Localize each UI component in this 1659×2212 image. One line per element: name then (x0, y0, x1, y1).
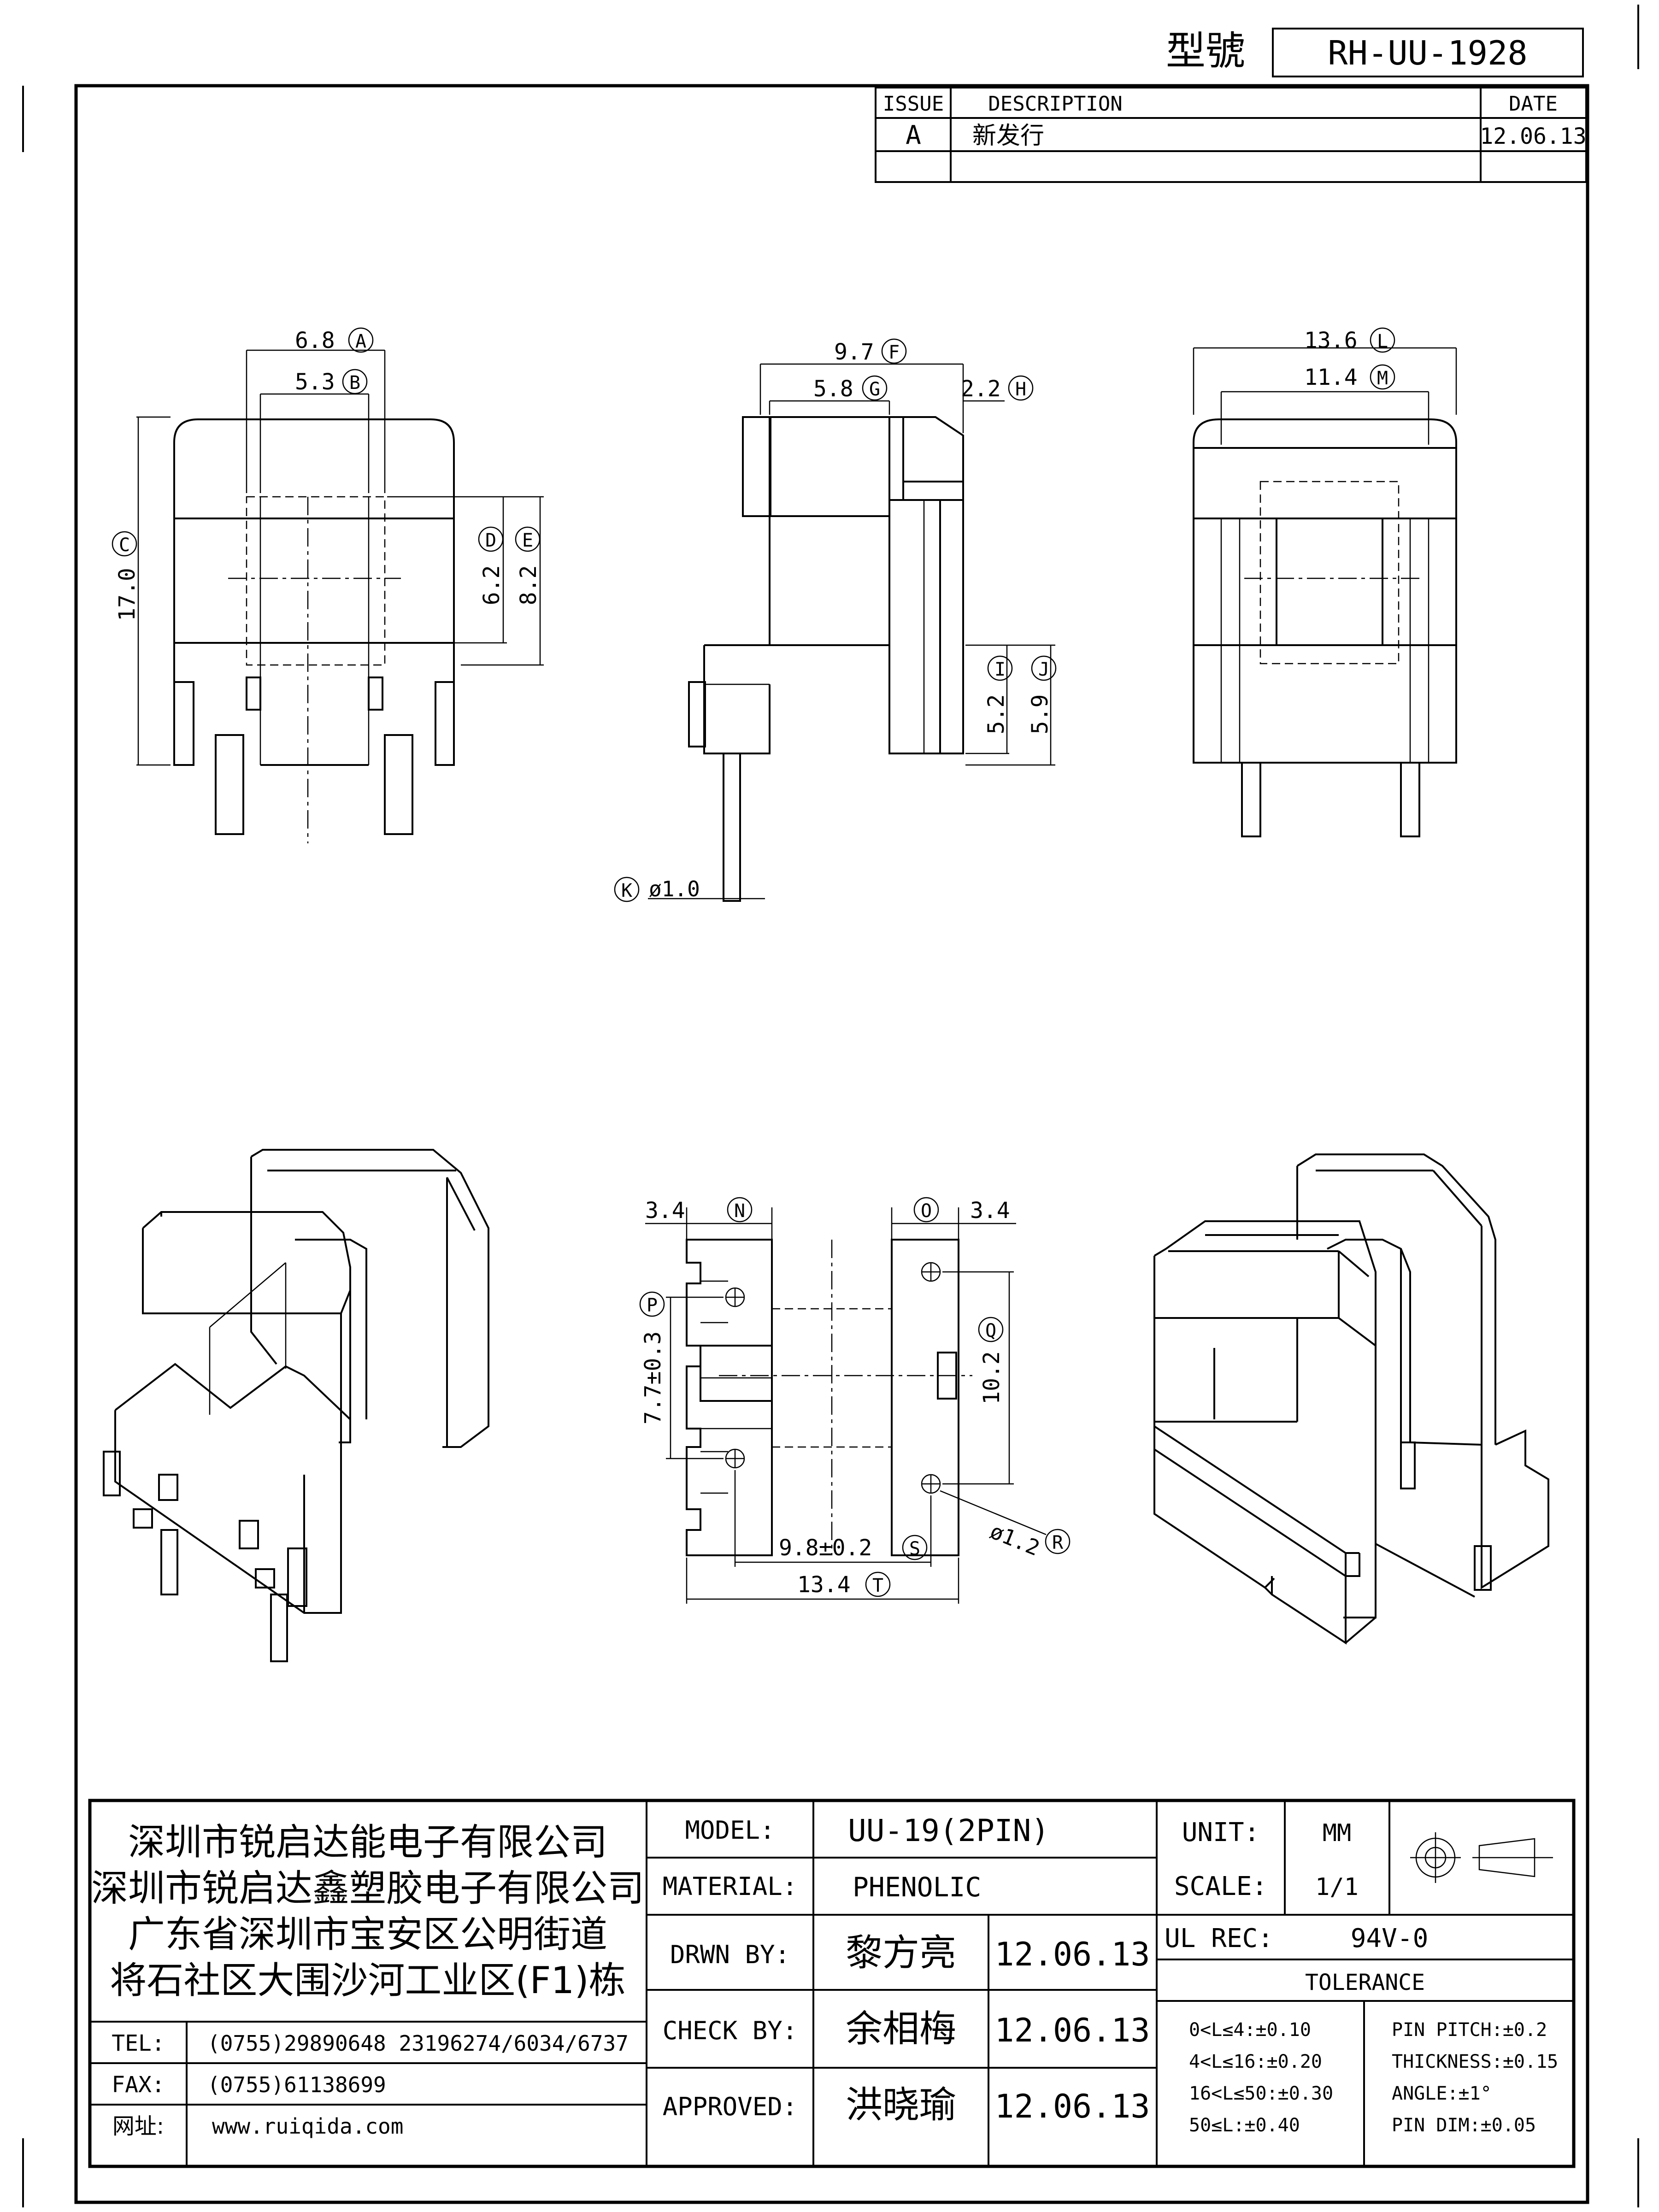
drawn-by-date: 12.06.13 (994, 1936, 1150, 1973)
dim-i-value: 5.2 (983, 694, 1009, 735)
dim-s-value: 9.8±0.2 (779, 1535, 872, 1561)
dim-k-value: ø1.0 (649, 877, 700, 901)
fax-label: FAX: (112, 2072, 165, 2098)
side-view (648, 363, 1055, 902)
revision-description: 新发行 (972, 122, 1044, 150)
tolerance-pin-dim: PIN DIM:±0.05 (1392, 2115, 1536, 2136)
tolerance-range-3: 16<L≤50:±0.30 (1189, 2083, 1333, 2104)
tel-value: (0755)29890648 23196274/6034/6737 (207, 2031, 629, 2056)
revision-col-issue: ISSUE (883, 92, 944, 116)
model-field-value: UU-19(2PIN) (848, 1813, 1049, 1848)
dim-d-value: 6.2 (479, 565, 505, 606)
dim-g-value: 5.8 (813, 376, 853, 402)
drawn-by-label: DRWN BY: (670, 1940, 790, 1969)
unit-label: UNIT: (1182, 1818, 1260, 1847)
dim-t-letter: T (872, 1575, 883, 1596)
approved-by-name: 洪晓瑜 (846, 2083, 956, 2126)
tolerance-label: TOLERANCE (1305, 1970, 1425, 1995)
tolerance-range-4: 50≤L:±0.40 (1189, 2115, 1300, 2136)
dim-f-letter: F (888, 342, 900, 363)
dim-p-value: 7.7±0.3 (640, 1331, 666, 1424)
dim-j-value: 5.9 (1027, 694, 1053, 735)
scale-value: 1/1 (1315, 1873, 1359, 1901)
model-header: 型號 RH-UU-1928 (1166, 28, 1584, 77)
tolerance-thickness: THICKNESS:±0.15 (1392, 2051, 1558, 2072)
ul-rec-value: 94V-0 (1351, 1924, 1429, 1953)
dim-r-value: ø1.2 (987, 1518, 1043, 1561)
isometric-view-left (103, 1149, 489, 1662)
approved-by-date: 12.06.13 (994, 2088, 1150, 2125)
dim-h-value: 2.2 (961, 376, 1001, 402)
tolerance-range-2: 4<L≤16:±0.20 (1189, 2051, 1322, 2072)
dim-m-letter: M (1377, 368, 1388, 389)
dim-h-letter: H (1015, 379, 1026, 400)
dim-c-letter: C (119, 535, 130, 556)
material-value: PHENOLIC (853, 1871, 981, 1903)
revision-issue: A (906, 120, 921, 150)
dim-a-value: 6.8 (295, 328, 335, 353)
end-view (1193, 347, 1457, 837)
tolerance-pin-pitch: PIN PITCH:±0.2 (1392, 2019, 1547, 2041)
dim-o-letter: O (921, 1200, 932, 1222)
revision-col-description: DESCRIPTION (988, 92, 1122, 116)
model-label: 型號 (1166, 28, 1245, 74)
check-by-date: 12.06.13 (994, 2012, 1150, 2049)
material-label: MATERIAL: (663, 1872, 798, 1901)
dim-c-value: 17.0 (114, 568, 140, 621)
dim-r-letter: R (1052, 1532, 1064, 1553)
dim-g-letter: G (869, 379, 880, 400)
company-line-1: 深圳市锐启达能电子有限公司 (128, 1821, 607, 1864)
scale-label: SCALE: (1174, 1871, 1267, 1901)
dim-e-letter: E (522, 530, 533, 551)
tolerance-range-1: 0<L≤4:±0.10 (1189, 2019, 1311, 2041)
approved-by-label: APPROVED: (663, 2092, 798, 2121)
dim-n-value: 3.4 (645, 1198, 685, 1224)
dim-q-letter: Q (985, 1320, 996, 1341)
drawn-by-name: 黎方亮 (846, 1931, 956, 1974)
dim-s-letter: S (909, 1538, 920, 1559)
check-by-name: 余相梅 (846, 2007, 956, 2050)
dim-m-value: 11.4 (1304, 365, 1358, 390)
dim-k-letter: K (621, 880, 632, 901)
company-line-2: 深圳市锐启达鑫塑胶电子有限公司 (91, 1867, 644, 1910)
dim-q-value: 10.2 (979, 1351, 1005, 1405)
dim-l-value: 13.6 (1304, 328, 1358, 353)
dim-t-value: 13.4 (797, 1572, 851, 1598)
tolerance-angle: ANGLE:±1° (1392, 2083, 1492, 2104)
check-by-label: CHECK BY: (663, 2016, 798, 2045)
dim-l-letter: L (1377, 331, 1388, 352)
dim-e-value: 8.2 (516, 565, 541, 606)
revision-date: 12.06.13 (1480, 124, 1586, 149)
dim-p-letter: P (647, 1295, 658, 1316)
dim-j-letter: J (1038, 659, 1049, 680)
website-value: www.ruiqida.com (212, 2114, 403, 2139)
dim-b-value: 5.3 (295, 369, 335, 395)
dim-d-letter: D (485, 530, 496, 551)
company-address-2: 将石社区大围沙河工业区(F1)栋 (110, 1959, 625, 2002)
title-block: 深圳市锐启达能电子有限公司 深圳市锐启达鑫塑胶电子有限公司 广东省深圳市宝安区公… (88, 1799, 1576, 2168)
isometric-view-right (1153, 1153, 1549, 1645)
dim-f-value: 9.7 (834, 339, 874, 365)
tel-label: TEL: (112, 2030, 165, 2056)
dim-o-value: 3.4 (970, 1198, 1010, 1224)
website-label: 网址: (112, 2113, 164, 2139)
dim-n-letter: N (734, 1200, 745, 1222)
front-view (136, 349, 544, 843)
fax-value: (0755)61138699 (207, 2072, 386, 2097)
bottom-view (645, 1207, 1047, 1604)
ul-rec-label: UL REC: (1165, 1924, 1273, 1953)
revision-table: ISSUE DESCRIPTION DATE A 新发行 12.06.13 (875, 87, 1587, 183)
dim-a-letter: A (355, 331, 366, 352)
dim-i-letter: I (994, 659, 1006, 680)
dimension-labels: 6.8 A 5.3 B C 17.0 D 6.2 E 8.2 9.7 F 5.8… (112, 327, 1395, 1598)
revision-col-date: DATE (1509, 92, 1558, 116)
company-address-1: 广东省深圳市宝安区公明街道 (128, 1913, 607, 1956)
model-field-label: MODEL: (685, 1816, 775, 1845)
dim-b-letter: B (349, 372, 360, 394)
projection-symbol (1410, 1832, 1553, 1883)
drawing-frame (22, 5, 1639, 2207)
unit-value: MM (1323, 1819, 1352, 1847)
model-number: RH-UU-1928 (1328, 34, 1527, 72)
